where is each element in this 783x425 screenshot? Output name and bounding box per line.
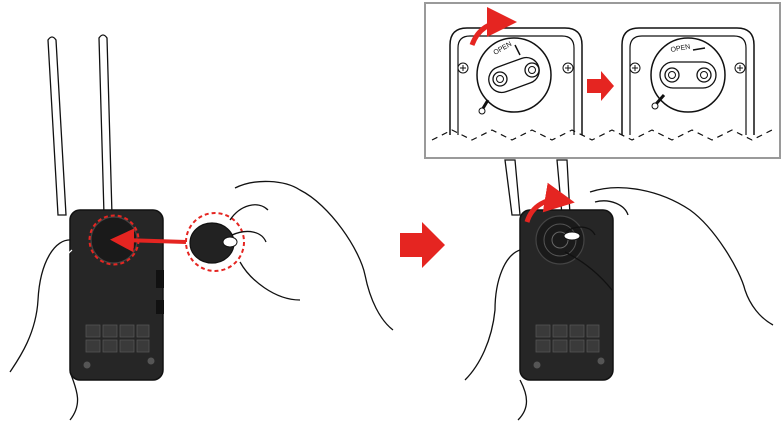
- antenna-icon: [48, 35, 112, 215]
- hand-icon: [10, 240, 72, 372]
- dial-icon: [186, 213, 244, 271]
- step-2-rotate-dial: [465, 160, 773, 420]
- step-1-attach-dial: [10, 35, 393, 420]
- dial-icon: [536, 216, 584, 264]
- hand-icon: [230, 181, 393, 330]
- arrow-right-icon: [400, 222, 445, 268]
- detail-inset: OPEN OPEN: [425, 3, 780, 158]
